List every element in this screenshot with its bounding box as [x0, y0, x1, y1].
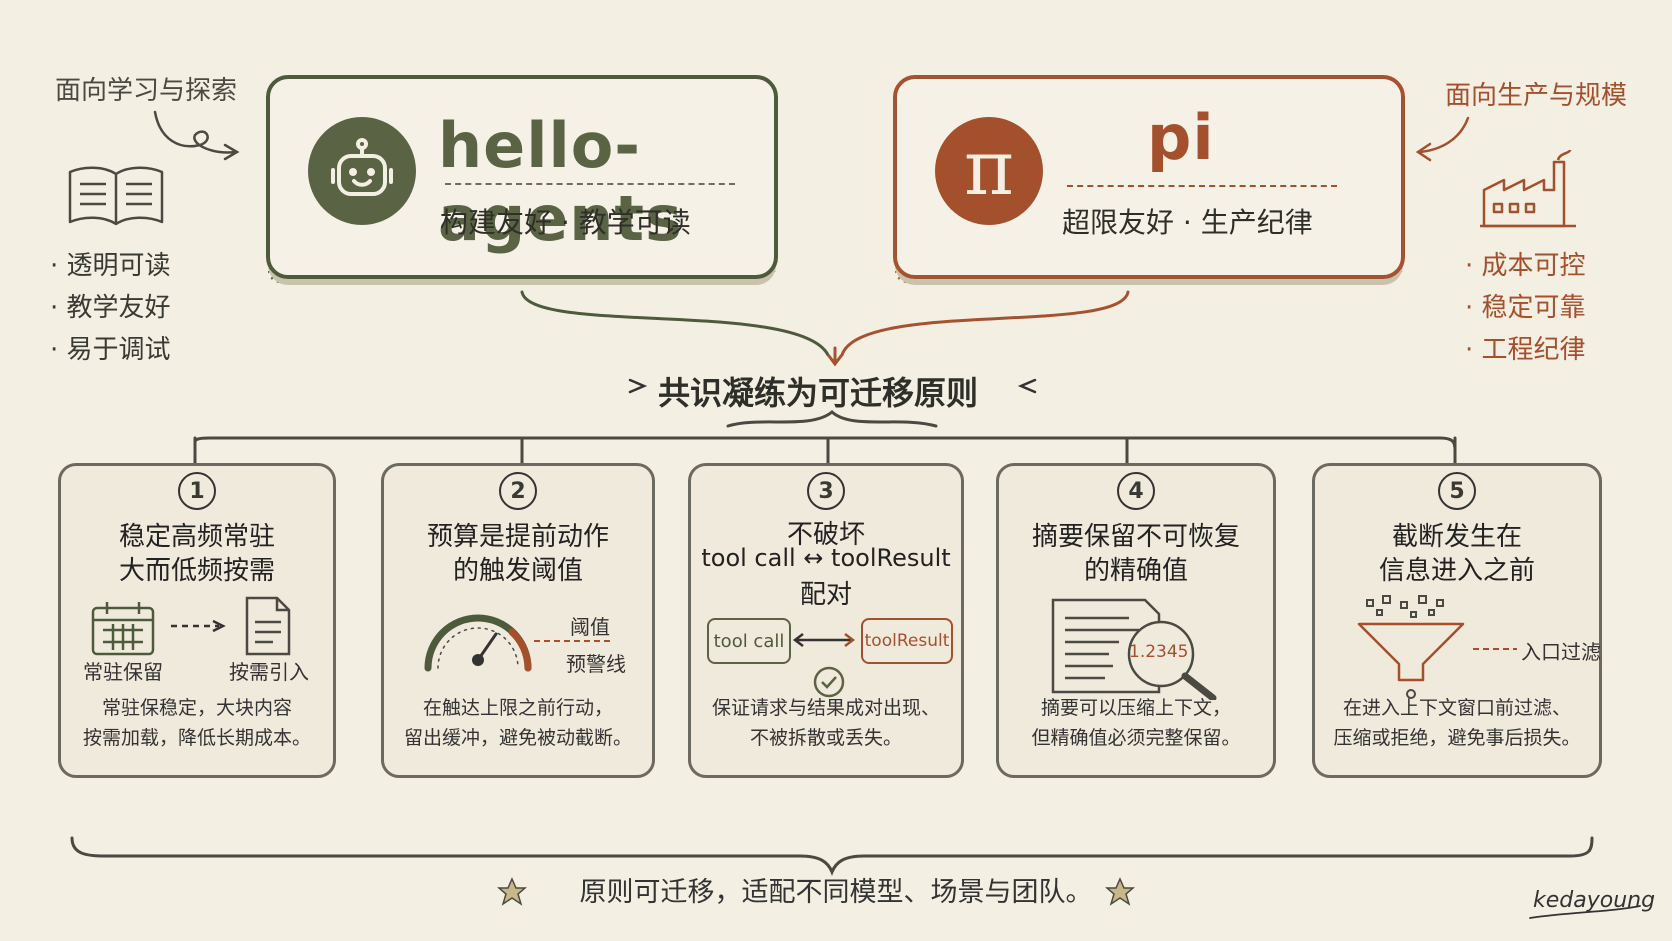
card-description: 摘要可以压缩上下文， 但精确值必须完整保留。 [999, 693, 1273, 753]
robot-logo [308, 117, 416, 225]
card-desc-line-2: 压缩或拒绝，避免事后损失。 [1333, 727, 1581, 749]
card-desc-line-1: 保证请求与结果成对出现、 [711, 697, 940, 719]
card-desc-line-2: 留出缓冲，避免被动截断。 [403, 727, 632, 749]
card-number: 3 [807, 472, 845, 510]
tool-call-box: tool call [707, 618, 791, 664]
card-description: 保证请求与结果成对出现、 不被拆散或丢失。 [691, 693, 961, 753]
pi-symbol-icon: π [964, 123, 1014, 212]
precise-value: 1.2345 [1129, 642, 1189, 662]
principle-card-4: 4 摘要保留不可恢复 的精确值 1.2345 摘要可以压缩上下文， 但精确值必须… [996, 463, 1276, 778]
card-number: 2 [499, 472, 537, 510]
label-warning-line: 预警线 [566, 652, 626, 676]
card-title-line-1: 不破坏 [786, 520, 865, 550]
left-divider [445, 183, 735, 185]
calendar-icon [91, 602, 155, 656]
card-title-line-1: 摘要保留不可恢复 [1031, 522, 1240, 552]
card-title-line-2: 大而低频按需 [118, 556, 275, 586]
label-threshold: 阈值 [570, 615, 610, 639]
list-item: 稳定可靠 [1465, 287, 1586, 329]
pi-tagline: 超限友好 · 生产纪律 [1062, 206, 1313, 239]
card-number: 4 [1117, 472, 1155, 510]
card-desc-line-2: 不被拆散或丢失。 [749, 727, 902, 749]
signature: kedayoung [1533, 888, 1656, 913]
gauge-icon [424, 614, 532, 672]
label-always-on: 常驻保留 [83, 660, 163, 684]
check-circle-icon [813, 666, 845, 698]
card-title-line-2: tool call ↔ toolResult [701, 544, 951, 572]
right-bullet-list: 成本可控 稳定可靠 工程纪律 [1465, 245, 1586, 371]
double-arrow-icon [792, 633, 856, 647]
left-note: 面向学习与探索 [55, 76, 238, 106]
card-title-line-3: 配对 [799, 580, 852, 610]
left-bullet-list: 透明可读 教学友好 易于调试 [50, 245, 171, 371]
principle-card-3: 3 不破坏 tool call ↔ toolResult 配对 tool cal… [688, 463, 964, 778]
card-description: 在进入上下文窗口前过滤、 压缩或拒绝，避免事后损失。 [1315, 693, 1599, 753]
hello-agents-name: hello-agents [438, 109, 683, 255]
card-description: 常驻保稳定，大块内容 按需加载，降低长期成本。 [61, 693, 333, 753]
card-desc-line-1: 在触达上限之前行动， [422, 697, 613, 719]
card-description: 在触达上限之前行动， 留出缓冲，避免被动截断。 [384, 693, 652, 753]
center-title: 共识凝练为可迁移原则 [658, 374, 979, 412]
list-item: 透明可读 [50, 245, 171, 287]
robot-icon [331, 138, 393, 196]
card-title-line-1: 截断发生在 [1391, 522, 1522, 552]
list-item: 成本可控 [1465, 245, 1586, 287]
principle-card-1: 1 稳定高频常驻 大而低频按需 常驻保留 按需引入 常驻保稳定，大块内容 按需加… [58, 463, 336, 778]
right-divider [1067, 185, 1337, 187]
card-desc-line-2: 但精确值必须完整保留。 [1031, 727, 1241, 749]
card-title-line-2: 的精确值 [1083, 556, 1188, 586]
tool-result-box: toolResult [861, 618, 953, 664]
card-title-line-2: 信息进入之前 [1378, 556, 1535, 586]
label-entry-filter: 入口过滤 [1521, 640, 1601, 664]
card-title-line-1: 稳定高频常驻 [118, 522, 275, 552]
star-icon-right [1105, 877, 1135, 906]
hello-agents-tagline: 构建友好 · 教学可读 [440, 206, 691, 239]
list-item: 工程纪律 [1465, 329, 1586, 371]
principle-card-2: 2 预算是提前动作 的触发阈值 阈值 预警线 在触达上限之前行动， 留出缓冲，避… [381, 463, 655, 778]
filter-dash [1473, 648, 1517, 650]
principle-card-5: 5 截断发生在 信息进入之前 入口过滤 在进入上下文窗口前过滤、 压缩或拒绝，避… [1312, 463, 1602, 778]
hello-agents-box: hello-agents 构建友好 · 教学可读 [266, 75, 778, 279]
right-note: 面向生产与规模 [1445, 81, 1628, 111]
threshold-line [534, 640, 614, 642]
pi-box: π pi 超限友好 · 生产纪律 [893, 75, 1405, 279]
card-title-line-2: 的触发阈值 [452, 556, 583, 586]
funnel-icon [1357, 595, 1465, 699]
card-desc-line-1: 常驻保稳定，大块内容 [101, 697, 292, 719]
card-desc-line-1: 摘要可以压缩上下文， [1040, 697, 1231, 719]
document-icon [245, 596, 291, 656]
document-magnifier-icon [1051, 598, 1217, 700]
footer-text: 原则可迁移，适配不同模型、场景与团队。 [579, 877, 1093, 908]
card-desc-line-1: 在进入上下文窗口前过滤、 [1342, 697, 1571, 719]
star-icon-left [497, 877, 527, 906]
book-icon [68, 166, 164, 226]
card-title-line-1: 预算是提前动作 [426, 522, 609, 552]
card-number: 5 [1438, 472, 1476, 510]
label-on-demand: 按需引入 [229, 660, 309, 684]
card-number: 1 [178, 472, 216, 510]
arrow-dashed-icon [171, 619, 226, 633]
pi-logo: π [935, 117, 1043, 225]
list-item: 易于调试 [50, 329, 171, 371]
factory-icon [1480, 150, 1576, 228]
list-item: 教学友好 [50, 287, 171, 329]
pi-name: pi [1147, 101, 1215, 174]
card-desc-line-2: 按需加载，降低长期成本。 [82, 727, 311, 749]
